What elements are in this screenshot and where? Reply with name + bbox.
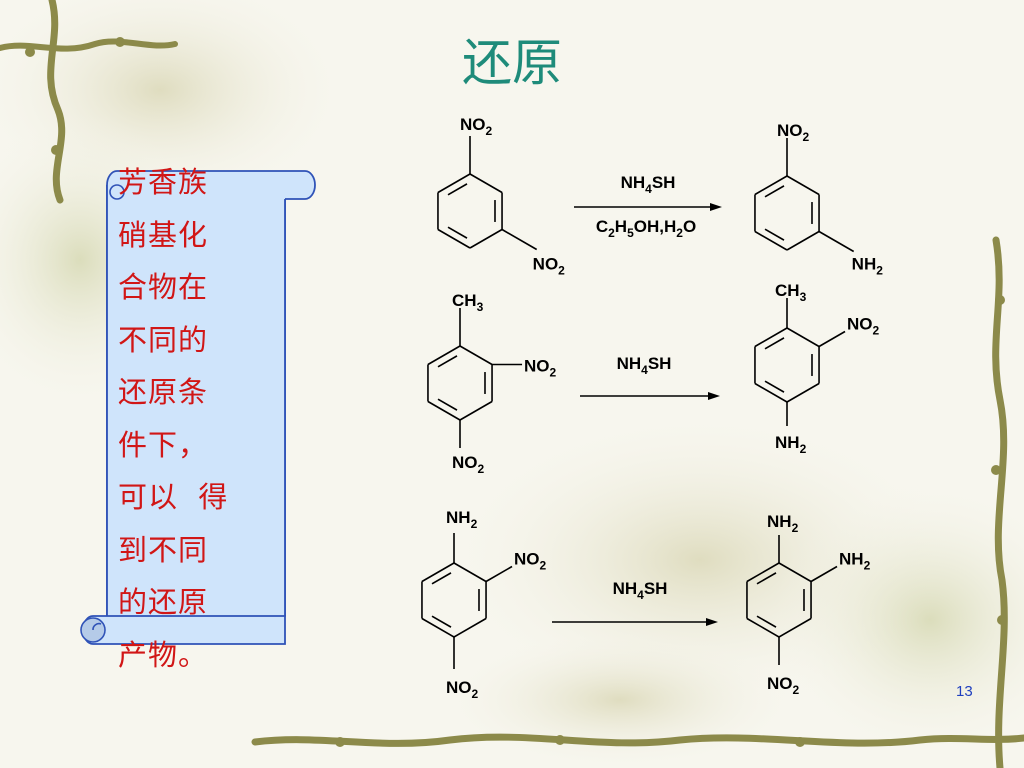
ring-bond — [746, 562, 780, 583]
substituent-bond — [818, 230, 855, 253]
benzene-ring — [754, 175, 820, 251]
product-1-top-group: NO2 — [777, 121, 810, 144]
ring-bond — [437, 228, 471, 249]
reagent-2-above: NH4SH — [617, 354, 672, 377]
substituent-bond — [810, 565, 838, 583]
note-line: 芳香族 — [118, 165, 209, 199]
ring-bond — [469, 173, 503, 194]
arrow-head — [708, 392, 720, 400]
ring-bond — [427, 400, 461, 421]
ring-double-bond — [756, 572, 777, 585]
product-1-right-group: NH2 — [852, 255, 884, 278]
ring-bond — [778, 617, 812, 638]
ring-bond — [459, 400, 493, 421]
reactant-2-bottom-group: NO2 — [452, 453, 485, 476]
product-2-top-group: CH3 — [775, 281, 807, 304]
ring-double-bond — [764, 380, 785, 393]
product-3-bottom-group: NO2 — [767, 674, 800, 697]
product-3-right-group: NH2 — [839, 550, 871, 573]
ring-bond — [754, 175, 788, 196]
ring-bond — [786, 382, 820, 403]
note-line: 不同的 — [118, 322, 209, 357]
reactant-3-bottom-group: NO2 — [446, 678, 479, 701]
reactant-3-top-group: NH2 — [446, 508, 478, 531]
ring-bond — [786, 327, 820, 348]
reactant-1-top-group: NO2 — [460, 115, 493, 138]
note-line: 到不同 — [118, 532, 209, 567]
note-line: 合物在 — [118, 270, 209, 304]
product-2-right-group: NO2 — [847, 315, 880, 338]
scroll-note-shape — [80, 170, 316, 645]
reagent-3-above: NH4SH — [613, 579, 668, 602]
ring-bond — [754, 230, 788, 251]
ring-bond — [786, 230, 820, 251]
substituent-bond — [485, 565, 513, 583]
ring-bond — [469, 228, 503, 249]
ring-double-bond — [764, 185, 785, 198]
arrow-head — [710, 203, 722, 211]
ring-bond — [453, 562, 487, 583]
ring-bond — [754, 327, 788, 348]
note-line: 产物。 — [118, 637, 209, 672]
ring-double-bond — [764, 228, 785, 241]
product-3-top-group: NH2 — [767, 512, 799, 535]
ring-bond — [421, 617, 455, 638]
reactant-1-right-group: NO2 — [533, 255, 566, 278]
ring-double-bond — [764, 337, 785, 350]
ring-bond — [746, 617, 780, 638]
benzene-ring — [421, 562, 487, 638]
reactant-2-top-group: CH3 — [452, 291, 484, 314]
ring-bond — [778, 562, 812, 583]
ring-double-bond — [437, 398, 458, 411]
ring-double-bond — [437, 355, 458, 368]
note-line: 可以 得 — [118, 480, 229, 514]
ring-bond — [421, 562, 455, 583]
ring-double-bond — [756, 615, 777, 628]
benzene-ring — [427, 345, 493, 421]
substituent-bond — [501, 228, 538, 251]
ring-double-bond — [431, 615, 452, 628]
benzene-ring — [746, 562, 812, 638]
ring-double-bond — [447, 183, 468, 196]
note-line: 硝基化 — [118, 217, 209, 252]
ring-bond — [459, 345, 493, 366]
ring-bond — [754, 382, 788, 403]
slide-title: 还原 — [462, 34, 562, 92]
product-2-bottom-group: NH2 — [775, 433, 807, 456]
benzene-ring — [437, 173, 503, 249]
reagent-1-above: NH4SH — [621, 173, 676, 196]
arrow-head — [706, 618, 718, 626]
note-line: 还原条 — [118, 375, 209, 409]
reagent-1-below: C2H5OH,H2O — [596, 217, 696, 240]
note-line: 的还原 — [118, 585, 209, 619]
ring-bond — [437, 173, 471, 194]
ring-bond — [453, 617, 487, 638]
benzene-ring — [754, 327, 820, 403]
ring-bond — [786, 175, 820, 196]
ring-double-bond — [447, 226, 468, 239]
ring-double-bond — [431, 572, 452, 585]
reactant-3-right-group: NO2 — [514, 550, 547, 573]
substituent-bond — [818, 330, 846, 348]
page-number: 13 — [956, 683, 973, 700]
ring-bond — [427, 345, 461, 366]
reactant-2-right-group: NO2 — [524, 357, 557, 380]
note-line: 件下， — [118, 427, 209, 462]
note-text: 芳香族 硝基化 合物在 不同的 还原条 件下， 可以 得 到不同 的还原 产物。 — [118, 156, 283, 681]
